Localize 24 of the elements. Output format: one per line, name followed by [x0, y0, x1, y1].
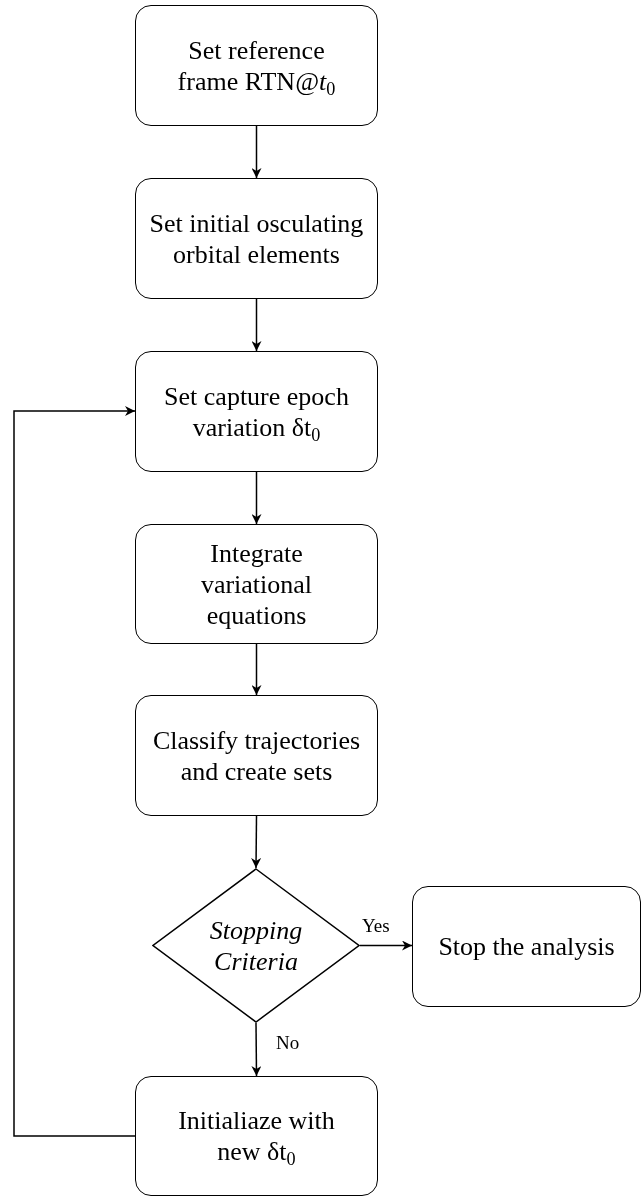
node-text: Set capture epoch variation δt$_{0}$	[163, 380, 350, 443]
arrow	[251, 815, 262, 869]
process-box	[135, 5, 378, 126]
process-box	[135, 695, 378, 816]
node-text: Stopping Criteria	[208, 914, 304, 977]
arrow	[359, 940, 413, 951]
decision-diamond	[152, 868, 360, 1023]
arrow	[251, 125, 262, 179]
node-text: Set reference frame RTN@t$_{0}$	[176, 34, 337, 97]
arrow	[251, 643, 262, 696]
process-box	[135, 178, 378, 299]
node-text: Classify trajectories and create sets	[151, 724, 362, 787]
arrow	[251, 1022, 262, 1077]
process-box	[135, 351, 378, 472]
node-text: Stop the analysis	[438, 931, 615, 962]
node-text: Set initial osculating orbital elements	[148, 207, 365, 270]
arrow	[251, 298, 262, 352]
arrow	[13, 406, 136, 1137]
node-text: Initialiaze with new δt$_{0}$	[177, 1105, 336, 1167]
process-box	[412, 886, 641, 1007]
process-box	[135, 1076, 378, 1196]
node-text: Integrate variational equations	[199, 537, 314, 631]
arrow	[251, 471, 262, 525]
process-box	[135, 524, 378, 644]
